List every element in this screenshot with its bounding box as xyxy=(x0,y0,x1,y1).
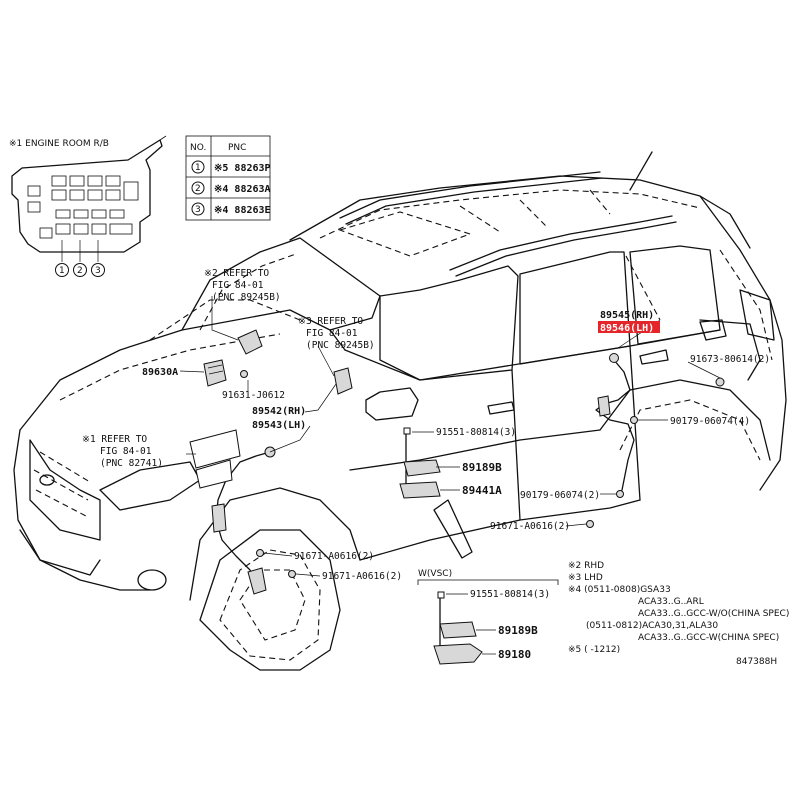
pnc-row-2-no: 2 xyxy=(195,184,201,194)
ref1-line2: FIG 84-01 xyxy=(100,446,152,457)
label-91671-A0616-front1: 91671-A0616(2) xyxy=(294,551,374,562)
label-89630A: 89630A xyxy=(142,367,178,378)
label-89546: 89546(LH) xyxy=(600,323,654,334)
vehicle-outline xyxy=(13,151,787,671)
label-89545: 89545(RH) xyxy=(600,310,654,321)
part-yaw-sensor-lhd xyxy=(333,367,353,395)
note-lhd: ※3 LHD xyxy=(568,573,603,583)
label-89189B-upper: 89189B xyxy=(462,461,502,474)
pnc-table-header-no: NO. xyxy=(190,143,206,153)
note-4-line1: ※4 (0511-0808)GSA33 xyxy=(568,585,671,595)
pnc-row-3-code: ※4 88263E xyxy=(214,205,271,216)
label-89189B-lower: 89189B xyxy=(498,624,538,637)
ref3-line2: FIG 84-01 xyxy=(306,328,358,339)
part-89189B-lower xyxy=(439,621,477,639)
label-91551-80814-lower: 91551-80814(3) xyxy=(470,589,550,600)
ref3-line1: ※3 REFER TO xyxy=(298,316,363,327)
relay-circle-1 xyxy=(55,263,69,277)
label-91551-80814-upper: 91551-80814(3) xyxy=(436,427,516,438)
relay-circle-2-label: 2 xyxy=(77,266,83,276)
note-4-line2: ACA33..G..ARL xyxy=(638,597,704,607)
ref2-line1: ※2 REFER TO xyxy=(204,268,269,279)
label-91631-J0612: 91631-J0612 xyxy=(222,390,285,401)
vsc-label: W(VSC) xyxy=(418,569,452,579)
part-labels: ※2 REFER TO FIG 84-01 (PNC 89245B) ※3 RE… xyxy=(82,268,770,661)
part-89180-module xyxy=(433,643,483,665)
relay-circle-3-label: 3 xyxy=(95,266,101,276)
label-90179-06074-2: 90179-06074(2) xyxy=(520,490,600,501)
pnc-table: NO. PNC 1 2 3 ※5 88263P ※4 88263A ※4 882… xyxy=(185,135,271,221)
ref3-line3: (PNC 89245B) xyxy=(306,340,375,351)
label-89543: 89543(LH) xyxy=(252,420,306,431)
part-rear-sensor-connector xyxy=(609,353,619,363)
pnc-row-2-code: ※4 88263A xyxy=(214,184,271,195)
label-91673-80614: 91673-80614(2) xyxy=(690,354,770,365)
label-90179-06074-4: 90179-06074(4) xyxy=(670,416,750,427)
footnotes: ※2 RHD ※3 LHD ※4 (0511-0808)GSA33 ACA33.… xyxy=(568,561,789,667)
ref1-line1: ※1 REFER TO xyxy=(82,434,147,445)
relay-box-title: ※1 ENGINE ROOM R/B xyxy=(9,139,109,149)
label-89441A: 89441A xyxy=(462,484,502,497)
part-89189B-upper xyxy=(403,459,441,477)
ref1-line3: (PNC 82741) xyxy=(100,458,163,469)
relay-circle-1-label: 1 xyxy=(59,266,65,276)
label-91671-A0616-rear: 91671-A0616(2) xyxy=(490,521,570,532)
note-4-line3: ACA33..G..GCC-W/O(CHINA SPEC) xyxy=(638,609,789,619)
label-91671-A0616-front2: 91671-A0616(2) xyxy=(322,571,402,582)
pnc-row-3-no: 3 xyxy=(195,205,201,215)
ref2-line3: (PNC 89245B) xyxy=(212,292,281,303)
pnc-row-1-no: 1 xyxy=(195,163,201,173)
pnc-table-header-pnc: PNC xyxy=(228,143,246,153)
ref2-line2: FIG 84-01 xyxy=(212,280,264,291)
label-89180: 89180 xyxy=(498,648,531,661)
engine-room-relay-box: ※1 ENGINE ROOM R/B 1 2 3 xyxy=(9,135,167,277)
part-yaw-sensor-rhd xyxy=(237,329,263,355)
note-4-line5: ACA33..G..GCC-W(CHINA SPEC) xyxy=(638,633,779,643)
relay-circle-2 xyxy=(73,263,87,277)
note-4-line4: (0511-0812)ACA30,31,ALA30 xyxy=(586,621,718,631)
pnc-row-1-code: ※5 88263P xyxy=(214,163,271,174)
note-rhd: ※2 RHD xyxy=(568,561,604,571)
note-5: ※5 ( -1212) xyxy=(568,645,620,655)
figure-id: 847388H xyxy=(736,657,777,667)
highlight-89546 xyxy=(598,321,660,333)
parts-group xyxy=(189,329,725,665)
label-89542: 89542(RH) xyxy=(252,406,306,417)
relay-circle-3 xyxy=(91,263,105,277)
part-89441A-upper xyxy=(399,481,441,499)
